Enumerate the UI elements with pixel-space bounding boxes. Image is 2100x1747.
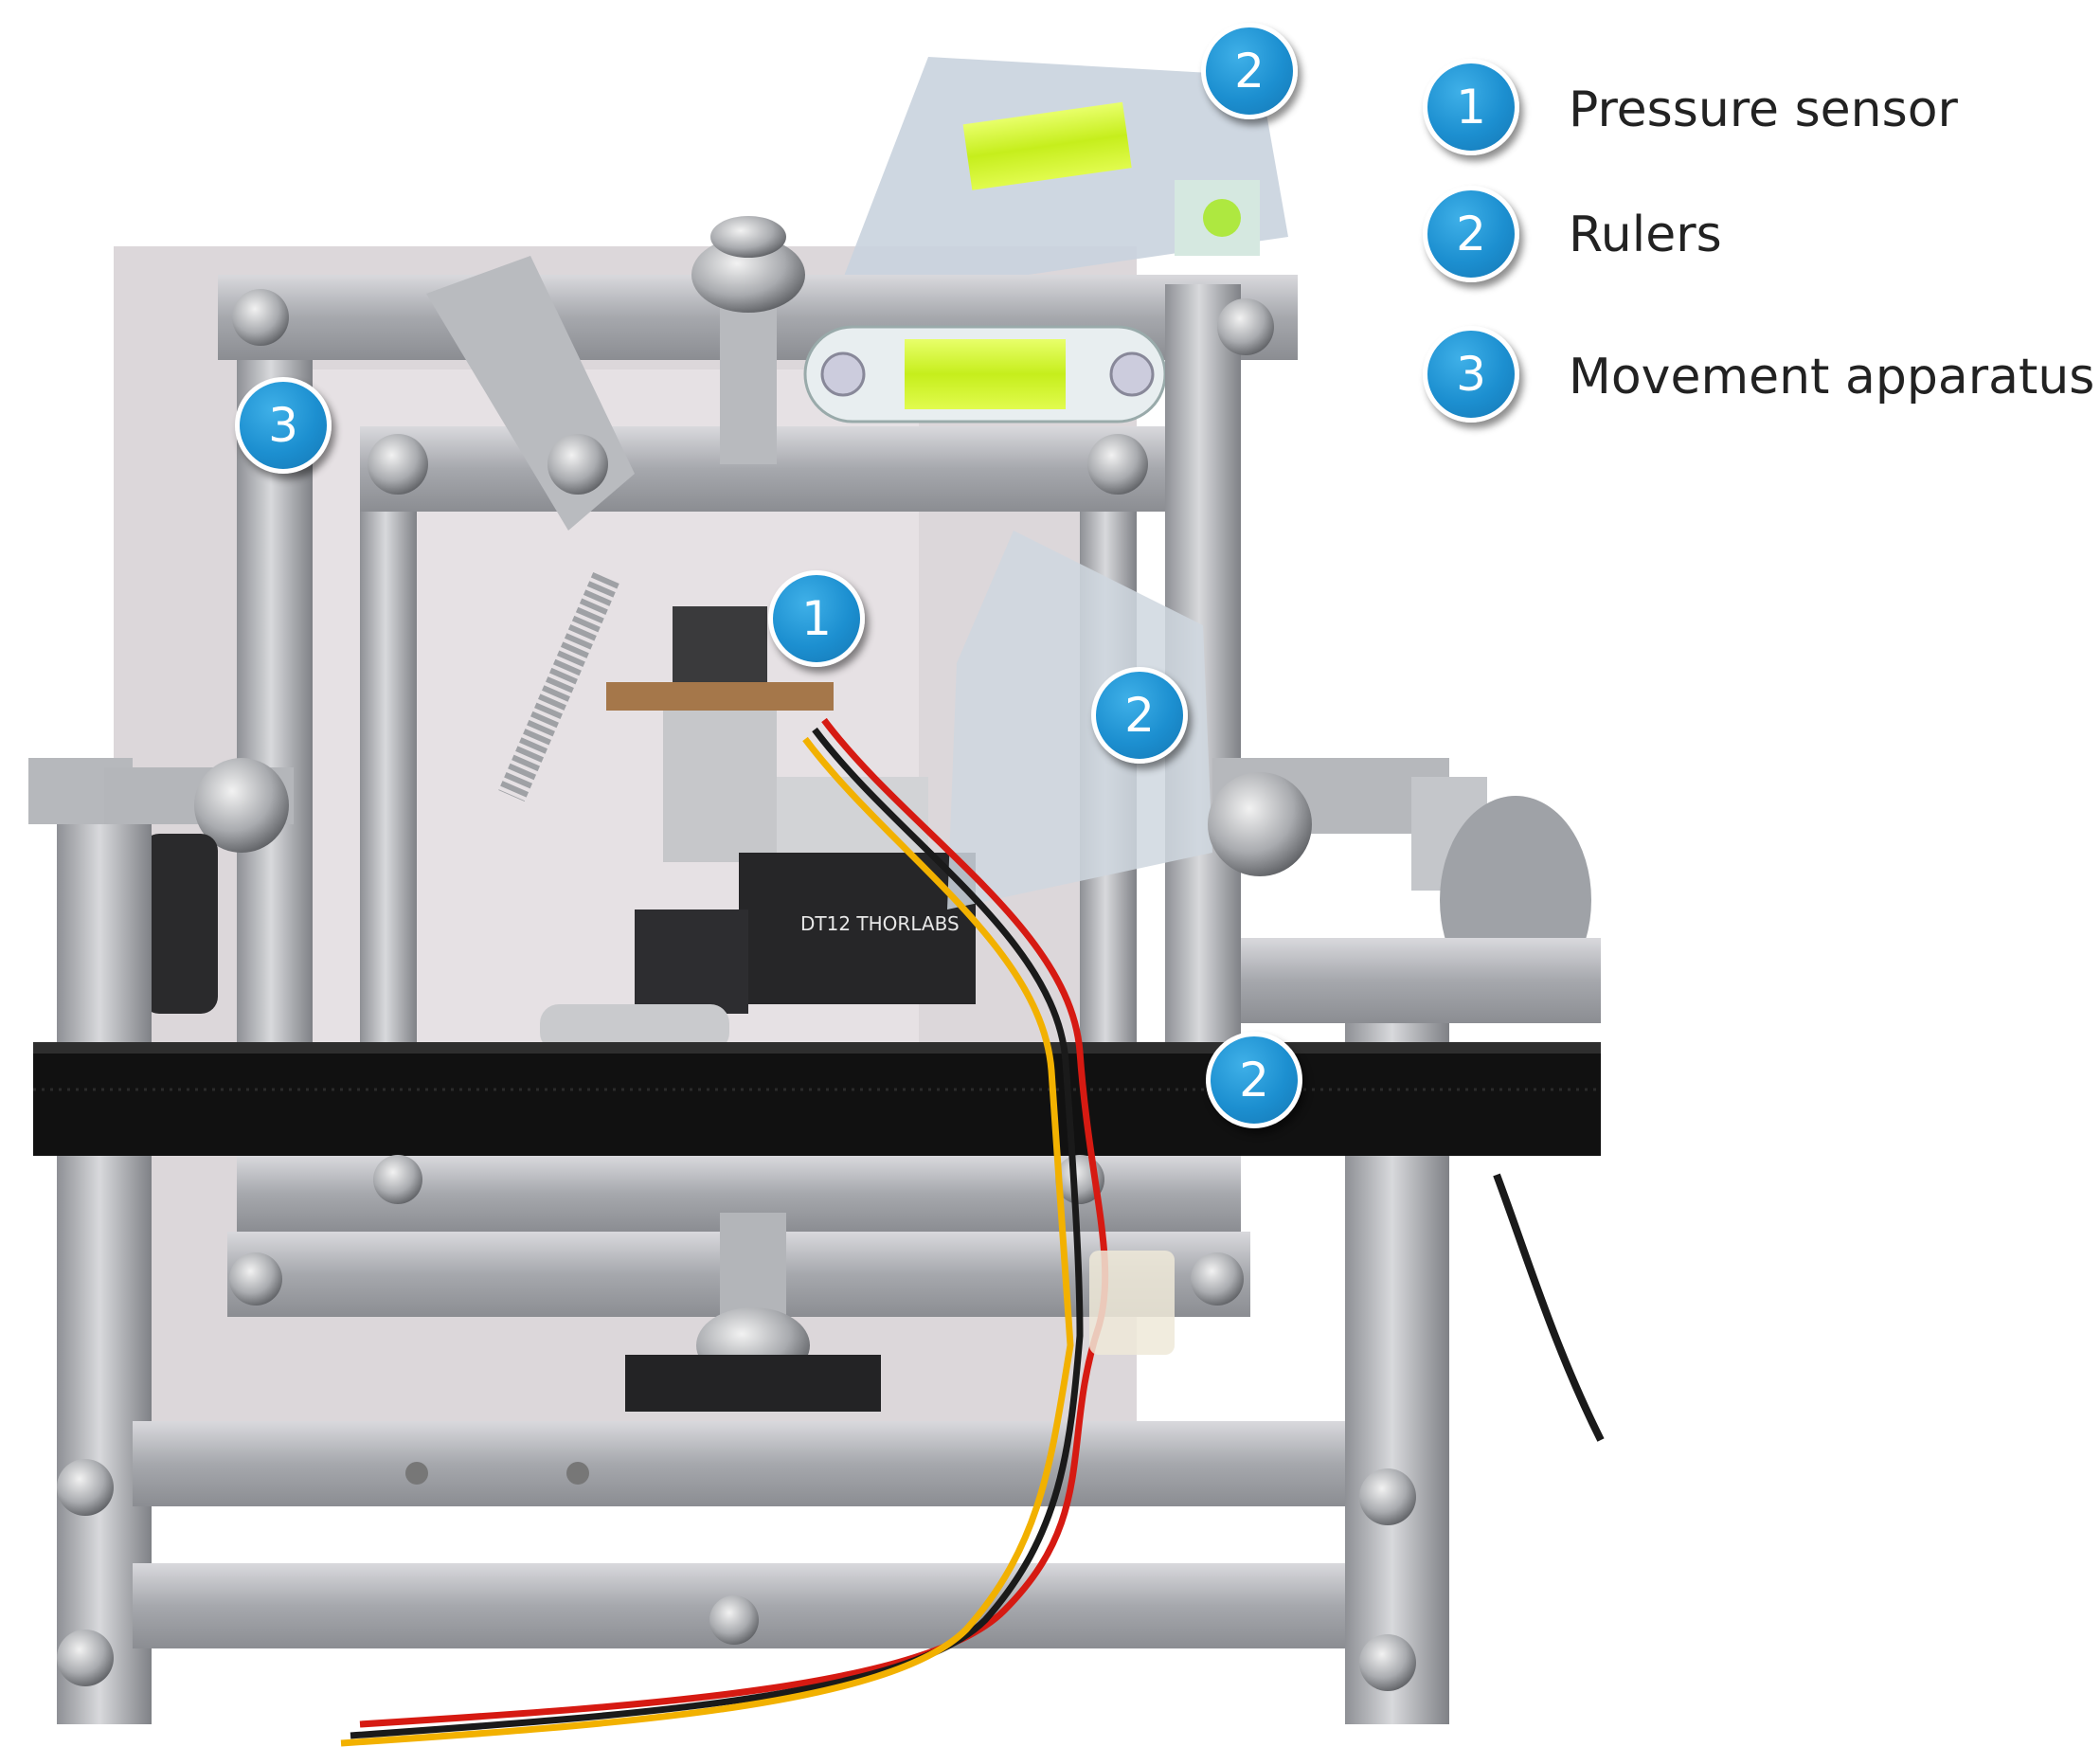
apparatus-photo: DT12 THORLABS — [28, 57, 1605, 1747]
sensor-assembly-photo: DT12 THORLABS — [540, 606, 976, 1052]
ruler-top-photo — [834, 57, 1288, 303]
legend-badge-2: 2 — [1423, 186, 1519, 282]
stage-brand-text: DT12 THORLABS — [800, 912, 960, 935]
legend-label-rulers: Rulers — [1569, 207, 1722, 263]
spring-photo — [498, 572, 619, 801]
callout-movement-apparatus-badge: 3 — [235, 377, 332, 474]
legend-badge-1: 1 — [1423, 59, 1519, 155]
wires-photo — [340, 717, 1605, 1747]
callout-rulers-right-badge: 2 — [1091, 667, 1188, 764]
legend-label-movement-apparatus: Movement apparatus — [1569, 349, 2095, 405]
bolts-photo — [57, 289, 1416, 1691]
callout-pressure-sensor-badge: 1 — [768, 570, 865, 667]
ruler-black-photo — [33, 1042, 1601, 1156]
callout-rulers-top-badge: 2 — [1201, 23, 1298, 119]
legend-label-pressure-sensor: Pressure sensor — [1569, 81, 1958, 138]
callout-rulers-bottom-badge: 2 — [1206, 1032, 1302, 1128]
legend-badge-3: 3 — [1423, 326, 1519, 423]
